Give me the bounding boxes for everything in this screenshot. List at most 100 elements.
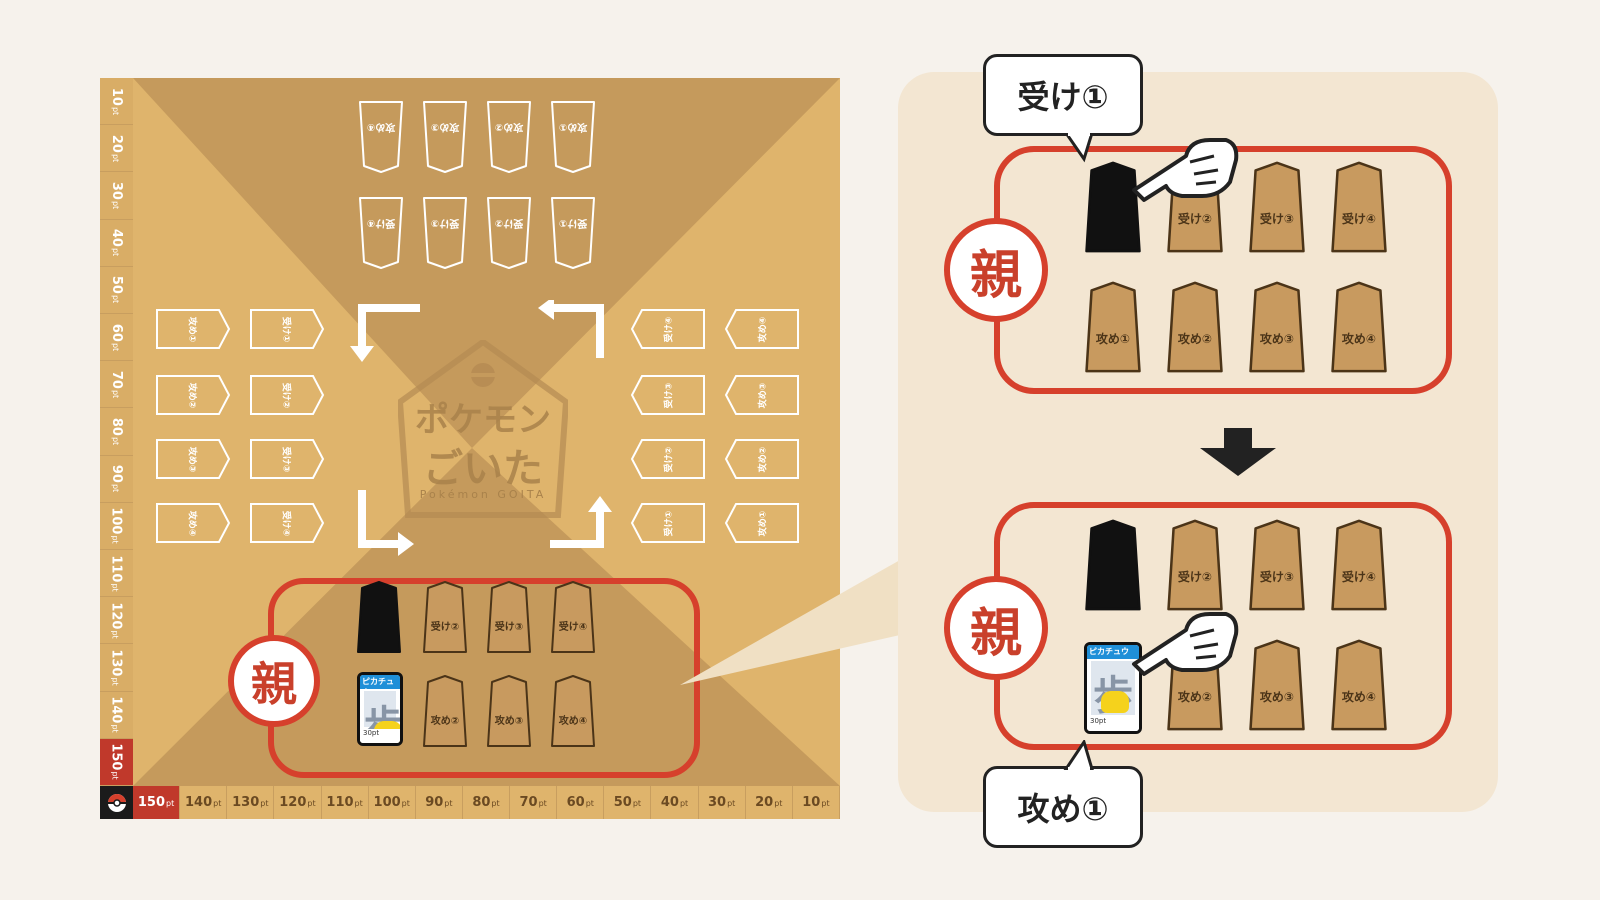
goita-piece-side[interactable]: 受け① (630, 500, 706, 546)
goita-piece[interactable]: 受け③ (1248, 518, 1306, 612)
goita-piece[interactable]: 受け③ (486, 580, 532, 654)
score-cell-110pt[interactable]: 110pt (100, 550, 133, 598)
score-cell-30pt[interactable]: 30pt (699, 786, 746, 819)
score-cell-110pt[interactable]: 110pt (322, 786, 369, 819)
goita-piece[interactable]: 受け③ (422, 196, 468, 270)
goita-piece-side[interactable]: 受け② (249, 372, 325, 418)
score-cell-130pt[interactable]: 130pt (100, 644, 133, 692)
score-cell-label: 50pt (613, 795, 642, 810)
score-cell-120pt[interactable]: 120pt (100, 597, 133, 645)
goita-piece[interactable]: 受け③ (1248, 160, 1306, 254)
score-cell-20pt[interactable]: 20pt (746, 786, 793, 819)
goita-piece[interactable]: 攻め① (1084, 280, 1142, 374)
score-cell-label: 130pt (109, 649, 125, 686)
goita-piece[interactable]: 受け② (1166, 518, 1224, 612)
goita-piece-side[interactable]: 攻め① (155, 306, 231, 352)
goita-piece-side[interactable]: 攻め④ (724, 306, 800, 352)
piece-label: 受け③ (430, 217, 460, 228)
piece-label: 受け③ (280, 446, 291, 472)
goita-piece-side[interactable]: 受け② (630, 436, 706, 482)
piece-label: 受け② (280, 382, 291, 408)
goita-piece[interactable]: 攻め③ (422, 100, 468, 174)
score-cell-label: 60pt (566, 795, 594, 810)
score-cell-40pt[interactable]: 40pt (100, 220, 133, 267)
score-cell-100pt[interactable]: 100pt (100, 503, 133, 550)
pokeball-icon (100, 786, 133, 819)
pikachu-card[interactable]: ピカチュウ歩30pt (357, 672, 403, 746)
oya-badge: 親 (228, 635, 320, 727)
score-cell-90pt[interactable]: 90pt (416, 786, 463, 819)
piece-label: 攻め③ (758, 382, 769, 408)
goita-piece-side[interactable]: 攻め① (724, 500, 800, 546)
face-down-piece[interactable] (1084, 518, 1142, 612)
goita-piece[interactable]: 攻め④ (1330, 638, 1388, 732)
goita-piece-side[interactable]: 攻め③ (155, 436, 231, 482)
score-cell-60pt[interactable]: 60pt (557, 786, 605, 819)
goita-piece-side[interactable]: 攻め② (155, 372, 231, 418)
score-cell-70pt[interactable]: 70pt (510, 786, 558, 819)
score-cell-label: 150pt (137, 795, 175, 810)
goita-piece-side[interactable]: 受け④ (630, 306, 706, 352)
score-cell-label: 80pt (109, 417, 124, 446)
piece-label: 受け① (664, 510, 675, 536)
pikachu-card[interactable]: ピカチュウ歩30pt (1084, 642, 1142, 734)
goita-piece-side[interactable]: 受け③ (630, 372, 706, 418)
score-cell-120pt[interactable]: 120pt (274, 786, 322, 819)
piece-label-wrap: 攻め③ (750, 372, 774, 418)
goita-piece[interactable]: 受け② (422, 580, 468, 654)
score-cell-90pt[interactable]: 90pt (100, 456, 133, 503)
goita-piece[interactable]: 攻め① (550, 100, 596, 174)
score-cell-130pt[interactable]: 130pt (227, 786, 275, 819)
score-cell-10pt[interactable]: 10pt (793, 786, 840, 819)
goita-piece-side[interactable]: 受け③ (249, 436, 325, 482)
goita-piece-side[interactable]: 攻め② (724, 436, 800, 482)
goita-piece[interactable]: 受け④ (550, 580, 596, 654)
score-cell-50pt[interactable]: 50pt (100, 267, 133, 314)
goita-piece[interactable]: 攻め③ (1248, 638, 1306, 732)
goita-piece[interactable]: 受け④ (358, 196, 404, 270)
score-cell-label: 100pt (373, 795, 410, 810)
score-cell-40pt[interactable]: 40pt (651, 786, 699, 819)
goita-piece[interactable]: 受け② (486, 196, 532, 270)
score-cell-70pt[interactable]: 70pt (100, 361, 133, 409)
goita-piece-side[interactable]: 攻め③ (724, 372, 800, 418)
goita-piece[interactable]: 受け④ (1330, 518, 1388, 612)
piece-label: 受け② (664, 446, 675, 472)
score-cell-150pt[interactable]: 150pt (133, 786, 181, 819)
face-down-piece[interactable] (1084, 160, 1142, 254)
goita-piece[interactable]: 受け④ (1330, 160, 1388, 254)
piece-label-wrap: 受け② (656, 436, 680, 482)
score-cell-10pt[interactable]: 10pt (100, 78, 133, 126)
goita-piece[interactable]: 攻め④ (358, 100, 404, 174)
goita-piece-side[interactable]: 攻め④ (155, 500, 231, 546)
score-cell-80pt[interactable]: 80pt (463, 786, 511, 819)
score-cell-label: 130pt (232, 795, 269, 810)
score-cell-30pt[interactable]: 30pt (100, 172, 133, 220)
score-cell-20pt[interactable]: 20pt (100, 125, 133, 173)
goita-piece[interactable]: 攻め② (486, 100, 532, 174)
goita-piece[interactable]: 攻め④ (1330, 280, 1388, 374)
goita-piece[interactable]: 攻め③ (486, 674, 532, 748)
score-cell-label: 120pt (109, 602, 125, 639)
face-down-piece[interactable] (356, 580, 402, 658)
piece-label: 攻め③ (494, 716, 524, 727)
goita-piece[interactable]: 攻め④ (550, 674, 596, 748)
score-cell-150pt[interactable]: 150pt (100, 738, 133, 786)
score-cell-label: 140pt (109, 696, 125, 733)
goita-piece[interactable]: 攻め③ (1248, 280, 1306, 374)
goita-piece[interactable]: 受け① (550, 196, 596, 270)
goita-piece[interactable]: 攻め② (1166, 280, 1224, 374)
score-cell-label: 40pt (660, 795, 689, 810)
goita-piece-side[interactable]: 受け④ (249, 500, 325, 546)
goita-piece-side[interactable]: 受け① (249, 306, 325, 352)
piece-label: 攻め② (494, 121, 524, 132)
score-cell-50pt[interactable]: 50pt (604, 786, 652, 819)
callout-receive-tail (1064, 133, 1094, 163)
score-cell-80pt[interactable]: 80pt (100, 408, 133, 456)
score-cell-100pt[interactable]: 100pt (369, 786, 416, 819)
piece-label-wrap: 受け② (275, 372, 299, 418)
goita-piece[interactable]: 攻め② (422, 674, 468, 748)
score-cell-140pt[interactable]: 140pt (100, 692, 133, 739)
score-cell-140pt[interactable]: 140pt (180, 786, 228, 819)
score-cell-60pt[interactable]: 60pt (100, 314, 133, 362)
